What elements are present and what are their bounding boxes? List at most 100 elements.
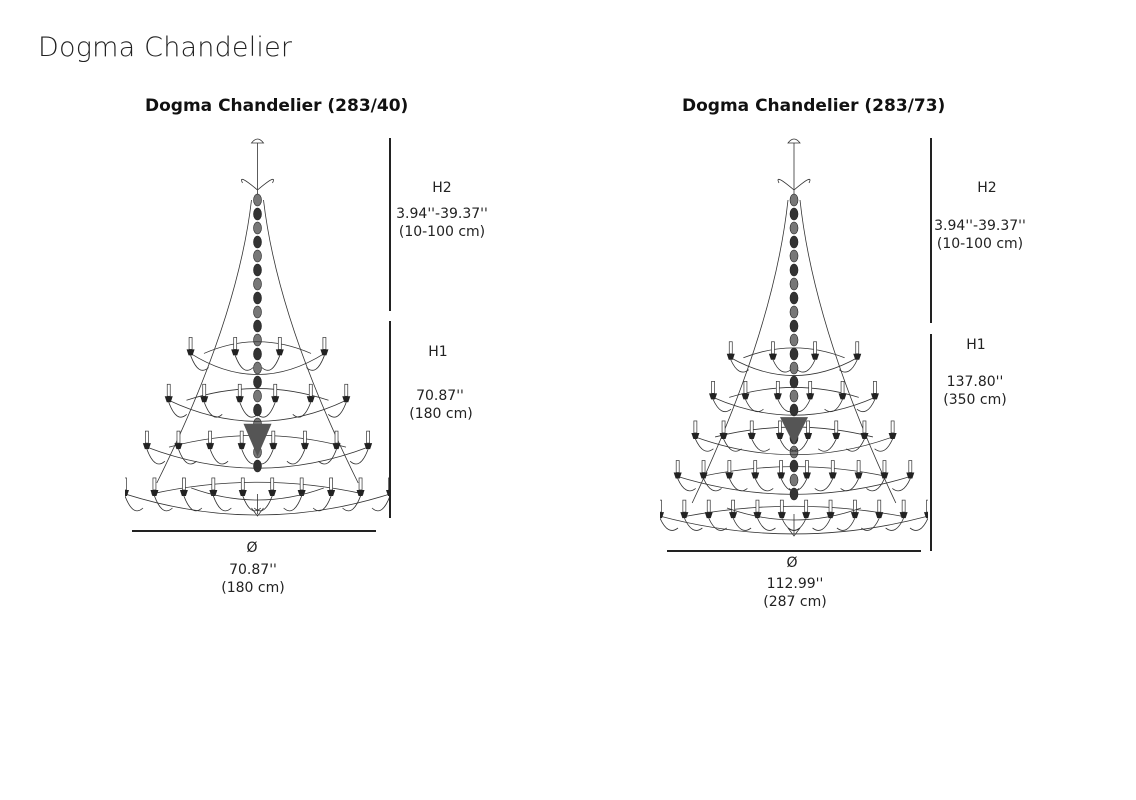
candle — [366, 430, 370, 444]
h1-cm: (180 cm) — [409, 406, 473, 422]
stem-bead — [253, 319, 262, 333]
stem-bead — [789, 319, 799, 333]
drop-arm — [751, 438, 770, 452]
candle — [721, 420, 726, 434]
drop-arm — [286, 448, 306, 465]
candle — [145, 430, 149, 444]
candle — [233, 337, 238, 350]
candle-cup — [777, 472, 786, 479]
candle — [675, 460, 680, 473]
stem-bead — [789, 473, 799, 487]
h2-label: H2 — [977, 180, 997, 196]
candle — [270, 477, 275, 491]
drop-arm — [241, 448, 260, 465]
drop-arm — [861, 517, 880, 531]
candle — [813, 341, 817, 355]
tier-arm — [146, 446, 369, 469]
drop-arm — [856, 399, 876, 412]
model-title: Dogma Chandelier (283/73) — [682, 96, 946, 116]
candle — [775, 381, 780, 394]
candle-cup — [802, 512, 811, 519]
candle-cup — [238, 489, 247, 496]
h2-cm: (10-100 cm) — [936, 236, 1024, 252]
drop-arm — [318, 448, 337, 465]
drop-arm — [836, 517, 856, 531]
candle-cup — [751, 472, 760, 479]
candle — [660, 499, 662, 513]
diameter-inches: 70.87'' — [229, 562, 277, 578]
candle — [322, 337, 327, 350]
candle — [211, 477, 216, 491]
stem-bead — [789, 221, 799, 235]
drop-arm — [255, 448, 274, 465]
drop-arm — [154, 495, 173, 512]
candle — [271, 430, 276, 444]
stem-bead — [253, 291, 262, 305]
drop-arm — [723, 438, 742, 452]
candle — [299, 477, 304, 491]
candle-cup — [268, 489, 277, 496]
candle-cup — [174, 443, 183, 450]
tier-arm — [695, 436, 893, 456]
candle — [840, 381, 845, 394]
tier-arm — [203, 341, 312, 354]
diameter-dimension-line — [667, 550, 921, 552]
candle — [778, 420, 782, 434]
h1-inches: 70.87'' — [416, 388, 464, 404]
diameter-cm: (180 cm) — [221, 580, 285, 596]
candle-cup — [804, 432, 813, 439]
candle — [125, 477, 127, 491]
candle-cup — [906, 472, 915, 479]
candle — [856, 460, 861, 473]
candle-cup — [179, 489, 188, 496]
candle-cup — [237, 443, 246, 450]
h2-inches: 3.94''-39.37'' — [396, 206, 488, 222]
drop-arm — [814, 478, 834, 492]
stem-bead — [789, 375, 799, 389]
candle-cup — [850, 512, 859, 519]
canopy — [250, 138, 265, 144]
diameter-inches: 112.99'' — [766, 576, 824, 592]
candle-cup — [150, 489, 159, 496]
drop-arm — [677, 478, 696, 492]
drop-arm — [312, 495, 332, 512]
drop-arm — [757, 517, 776, 531]
drop-arm — [885, 517, 905, 531]
tier-arm — [700, 466, 888, 477]
h2-cm: (10-100 cm) — [398, 224, 486, 240]
candle — [901, 499, 906, 513]
drop-arm — [866, 478, 885, 492]
candle-cup — [704, 512, 713, 519]
candle-cup — [125, 489, 129, 496]
h1-dimension-line — [389, 321, 391, 518]
candle-cup — [768, 353, 777, 360]
candle-cup — [235, 396, 244, 403]
candle-cup — [775, 432, 784, 439]
candle — [926, 499, 928, 513]
stem-bead — [253, 221, 262, 235]
candle — [806, 420, 810, 434]
candle — [749, 420, 754, 434]
candle-cup — [231, 349, 240, 356]
candle — [202, 383, 207, 397]
stem-bead — [253, 389, 262, 403]
stem-bead — [253, 193, 262, 207]
candle — [830, 460, 835, 473]
candle-cup — [680, 512, 689, 519]
candle-cup — [673, 472, 682, 479]
drop-arm — [256, 402, 276, 418]
drop-arm — [840, 478, 859, 492]
side-arm — [691, 199, 789, 504]
candle-cup — [860, 432, 869, 439]
candle-cup — [699, 472, 708, 479]
candle-cup — [364, 443, 373, 450]
drop-arm — [306, 355, 325, 371]
candle-cup — [741, 393, 750, 400]
chandelier-drawing — [125, 138, 390, 517]
candle — [908, 460, 913, 473]
stem-bead — [789, 235, 799, 249]
candle — [711, 381, 715, 394]
candle — [239, 430, 244, 444]
stem-bead — [789, 361, 799, 375]
candle — [753, 460, 758, 473]
